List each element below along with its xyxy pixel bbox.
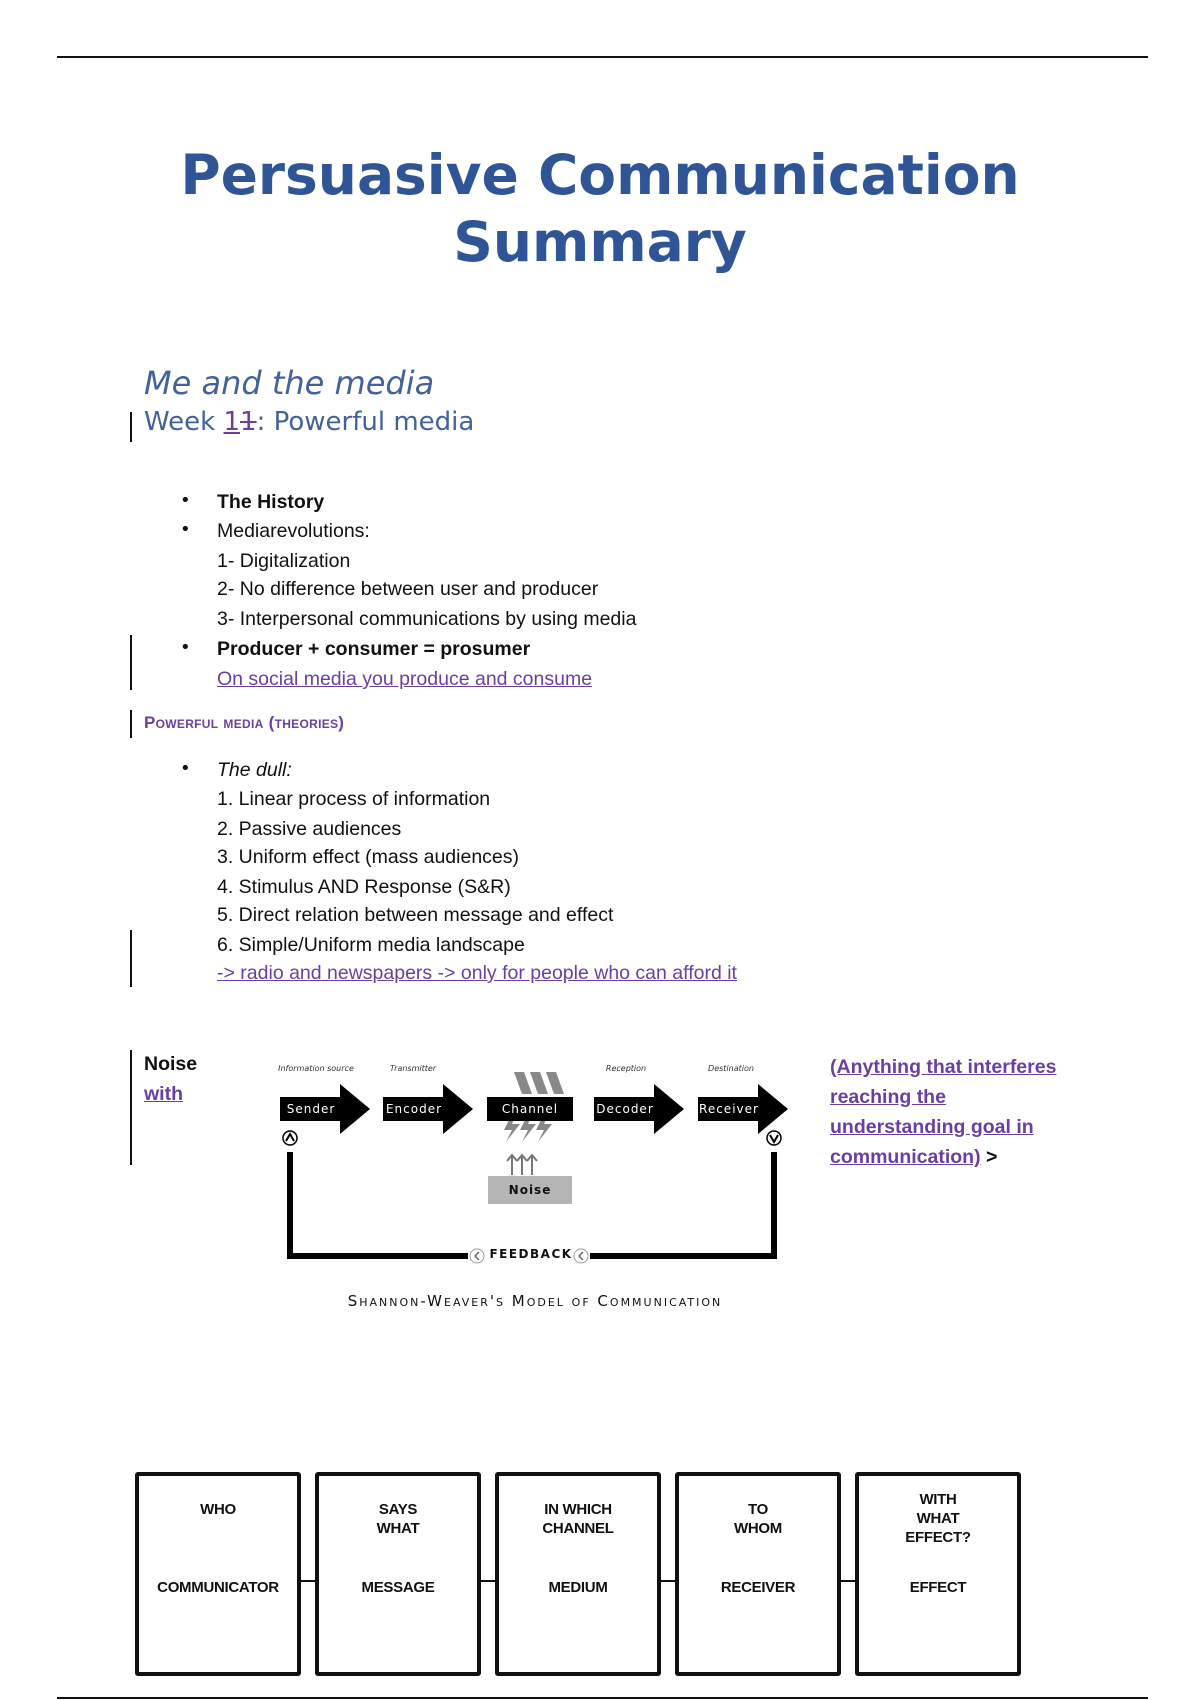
comment-line: communication) <box>830 1146 981 1168</box>
noise-comment: (Anything that interferes reaching the u… <box>830 1052 1056 1172</box>
sub-item: 2- No difference between user and produc… <box>217 578 599 600</box>
model-box-effect: WITH WHAT EFFECT? EFFECT <box>855 1472 1021 1676</box>
sub-item: 1- Digitalization <box>217 550 351 572</box>
footer-rule <box>57 1697 1148 1699</box>
week-suffix: : Powerful media <box>256 407 475 437</box>
stage-label: Encoder <box>383 1097 445 1121</box>
noise-box: Noise <box>488 1176 572 1204</box>
stage-label: Receiver <box>698 1097 760 1121</box>
model-box-medium: IN WHICH CHANNEL MEDIUM <box>495 1472 661 1676</box>
stage-caption: Destination <box>708 1064 754 1073</box>
box-question: TO WHOM <box>734 1501 782 1537</box>
document-title-line1: Persuasive Communication <box>180 143 1020 207</box>
model-box-receiver: TO WHOM RECEIVER <box>675 1472 841 1676</box>
dull-point: 1. Linear process of information <box>217 788 491 810</box>
dull-point: 3. Uniform effect (mass audiences) <box>217 846 520 868</box>
stage-label: Sender <box>280 1097 342 1121</box>
noise-label: Noise <box>144 1053 198 1075</box>
change-bar <box>130 412 132 442</box>
decoder-arrow: Decoder <box>594 1084 684 1134</box>
week-heading: Week 11: Powerful media <box>144 407 474 437</box>
dull-point: 4. Stimulus AND Response (S&R) <box>217 876 511 898</box>
dull-point: 5. Direct relation between message and e… <box>217 904 614 926</box>
box-question: WITH WHAT EFFECT? <box>905 1491 971 1546</box>
noise-zigzag-icon <box>504 1072 564 1175</box>
dull-note: -> radio and newspapers -> only for peop… <box>217 962 737 984</box>
diagram-caption: Shannon-Weaver's Model of Communication <box>347 1292 723 1310</box>
noise-with: with <box>144 1083 183 1105</box>
model-box-communicator: WHO COMMUNICATOR <box>135 1472 301 1676</box>
connector-arrow-icon <box>297 1580 317 1582</box>
bullet-icon: • <box>180 490 191 511</box>
change-bar <box>130 635 132 690</box>
feedback-loop <box>282 1130 782 1264</box>
box-answer: COMMUNICATOR <box>157 1579 279 1596</box>
feedback-label: FEEDBACK <box>489 1247 573 1261</box>
box-answer: EFFECT <box>909 1579 967 1596</box>
deleted-text: 1 <box>240 407 257 437</box>
week-prefix: Week <box>144 407 224 437</box>
bullet-icon: • <box>180 758 191 779</box>
encoder-arrow: Encoder <box>383 1084 473 1134</box>
stage-caption: Reception <box>605 1064 647 1073</box>
channel-box: Channel <box>487 1084 577 1134</box>
bullet-history: The History <box>217 491 325 513</box>
receiver-arrow: Receiver <box>698 1084 788 1134</box>
sub-item: 3- Interpersonal communications by using… <box>217 608 637 630</box>
connector-arrow-icon <box>657 1580 677 1582</box>
powerful-media-heading: Powerful media (theories) <box>144 713 345 732</box>
comment-tail: > <box>980 1146 998 1168</box>
comment-line: (Anything that interferes <box>830 1056 1057 1078</box>
dull-point: 6. Simple/Uniform media landscape <box>217 934 525 956</box>
bullet-prosumer: Producer + consumer = prosumer <box>217 638 531 660</box>
bullet-icon: • <box>180 519 191 540</box>
change-bar <box>130 710 132 738</box>
comment-line: reaching the <box>830 1086 946 1108</box>
box-answer: MESSAGE <box>361 1579 435 1596</box>
dull-point: 2. Passive audiences <box>217 818 402 840</box>
connector-arrow-icon <box>837 1580 857 1582</box>
document-title-line2: Summary <box>453 210 747 274</box>
box-answer: RECEIVER <box>720 1579 796 1596</box>
section-heading: Me and the media <box>144 364 435 402</box>
header-rule <box>57 56 1148 58</box>
comment-line: understanding goal in <box>830 1116 1034 1138</box>
model-box-message: SAYS WHAT MESSAGE <box>315 1472 481 1676</box>
box-question: WHO <box>200 1501 236 1518</box>
stage-caption: Information source <box>278 1064 354 1073</box>
box-question: SAYS WHAT <box>376 1501 420 1537</box>
change-bar <box>130 930 132 987</box>
connector-arrow-icon <box>477 1580 497 1582</box>
stage-caption: Transmitter <box>389 1064 437 1073</box>
stage-label: Channel <box>487 1097 573 1121</box>
change-bar <box>130 1050 132 1165</box>
bullet-mediarevolutions: Mediarevolutions: <box>217 520 370 542</box>
box-answer: MEDIUM <box>548 1579 608 1596</box>
bullet-icon: • <box>180 637 191 658</box>
prosumer-note: On social media you produce and consume <box>217 668 593 690</box>
stage-label: Decoder <box>594 1097 656 1121</box>
box-question: IN WHICH CHANNEL <box>542 1501 614 1537</box>
inserted-text: 1 <box>223 407 241 437</box>
sender-arrow: Sender <box>280 1084 370 1134</box>
dull-label: The dull: <box>217 759 292 781</box>
